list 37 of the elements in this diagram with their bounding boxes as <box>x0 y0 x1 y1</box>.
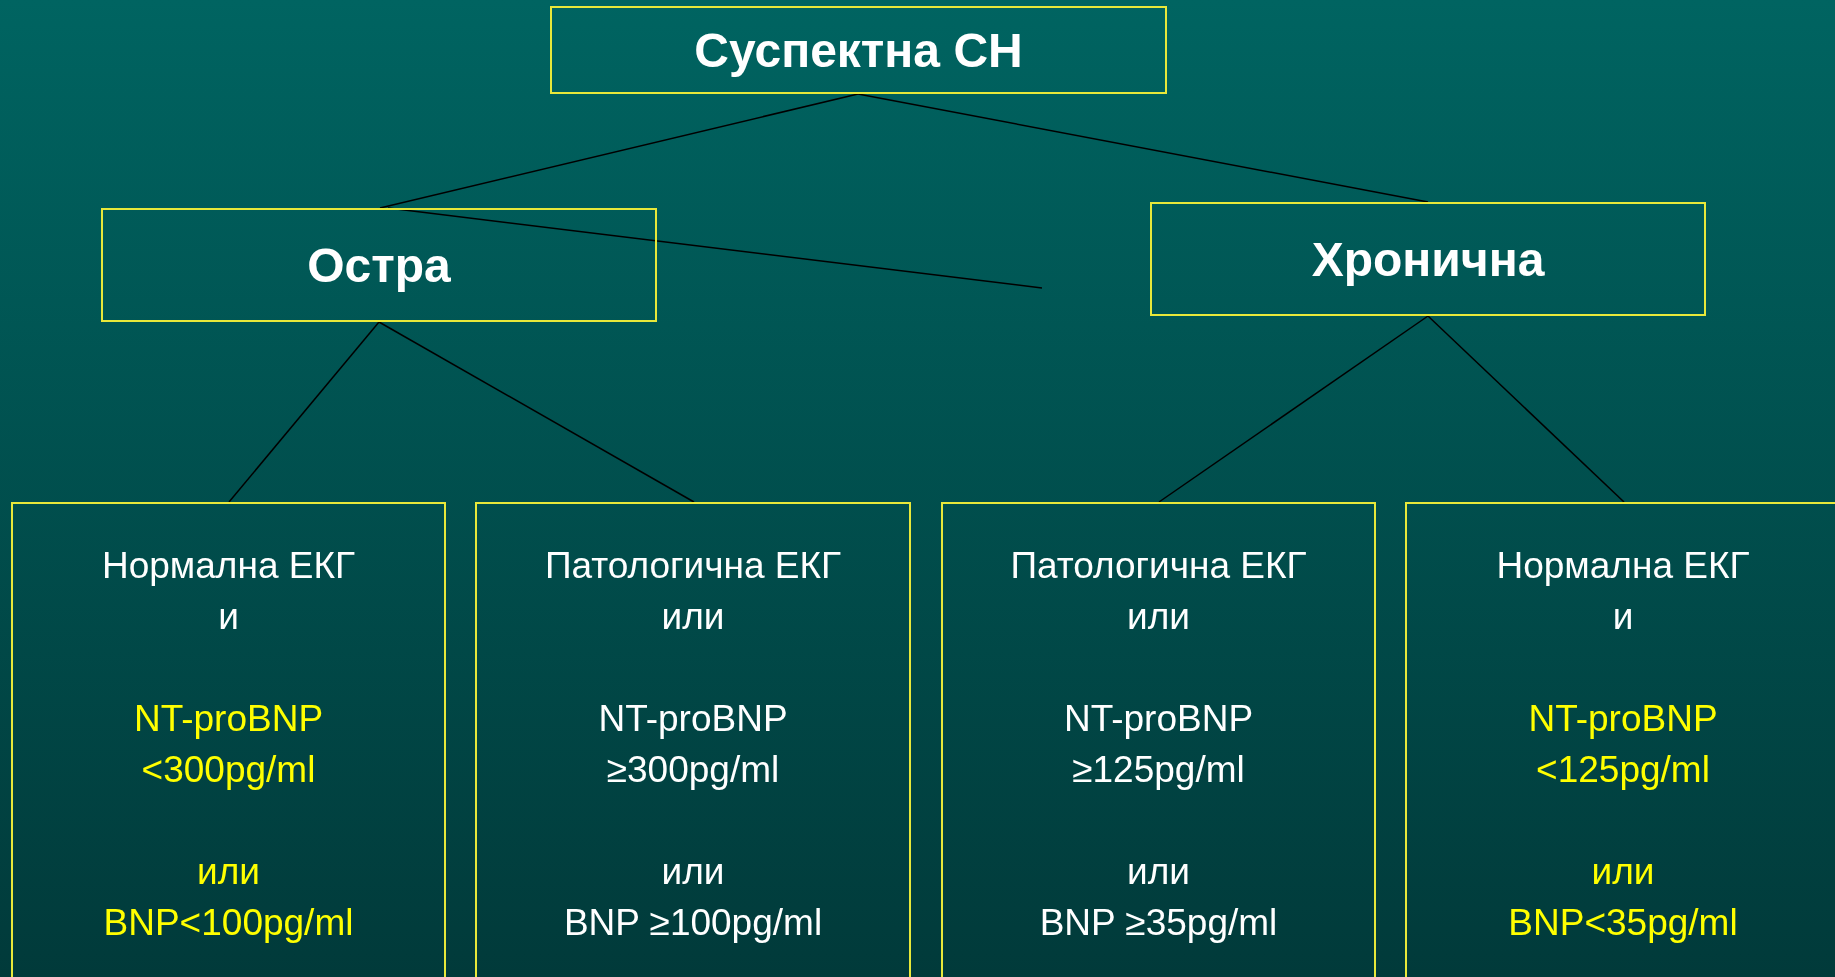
category-box <box>101 208 657 322</box>
conjunction-text: или <box>196 850 261 894</box>
criterion-text: BNP ≥35pg/ml <box>1038 901 1279 945</box>
criterion-text: NT-proBNP <300pg/ml <box>132 697 325 792</box>
criterion-text: Нормална ЕКГ <box>100 544 356 588</box>
connector-line <box>1427 315 1625 503</box>
category-box <box>550 6 1167 94</box>
heading-text: Остра <box>307 237 451 293</box>
conjunction-text: или <box>1590 850 1656 894</box>
criterion-text: Патологична ЕКГ <box>543 544 843 588</box>
conjunction-text: и <box>217 595 240 639</box>
conjunction-text: или <box>660 595 726 639</box>
conjunction-text: или <box>1126 595 1191 639</box>
criterion-text: NT-proBNP <125pg/ml <box>1527 697 1719 792</box>
category-box <box>1150 202 1706 316</box>
criterion-text: NT-proBNP ≥300pg/ml <box>597 697 789 792</box>
criterion-text: Нормална ЕКГ <box>1495 544 1751 588</box>
criterion-text: Патологична ЕКГ <box>1009 544 1308 588</box>
criteria-box <box>941 502 1376 977</box>
connector-line <box>378 321 695 503</box>
connector-line <box>379 93 859 209</box>
criteria-box <box>11 502 446 977</box>
criterion-text: BNP<100pg/ml <box>102 901 355 945</box>
heading-text: Суспектна СН <box>694 22 1023 78</box>
connector-line <box>857 93 1429 203</box>
conjunction-text: или <box>660 850 726 894</box>
connector-line <box>387 207 1043 289</box>
criterion-text: NT-proBNP ≥125pg/ml <box>1062 697 1255 792</box>
connector-line <box>228 321 380 503</box>
connector-line <box>1158 315 1429 503</box>
criteria-box <box>475 502 911 977</box>
criterion-text: BNP<35pg/ml <box>1507 901 1739 945</box>
criterion-text: BNP ≥100pg/ml <box>562 901 824 945</box>
conjunction-text: и <box>1611 595 1635 639</box>
conjunction-text: или <box>1126 850 1191 894</box>
criteria-box <box>1405 502 1835 977</box>
heading-text: Хронична <box>1311 231 1545 287</box>
